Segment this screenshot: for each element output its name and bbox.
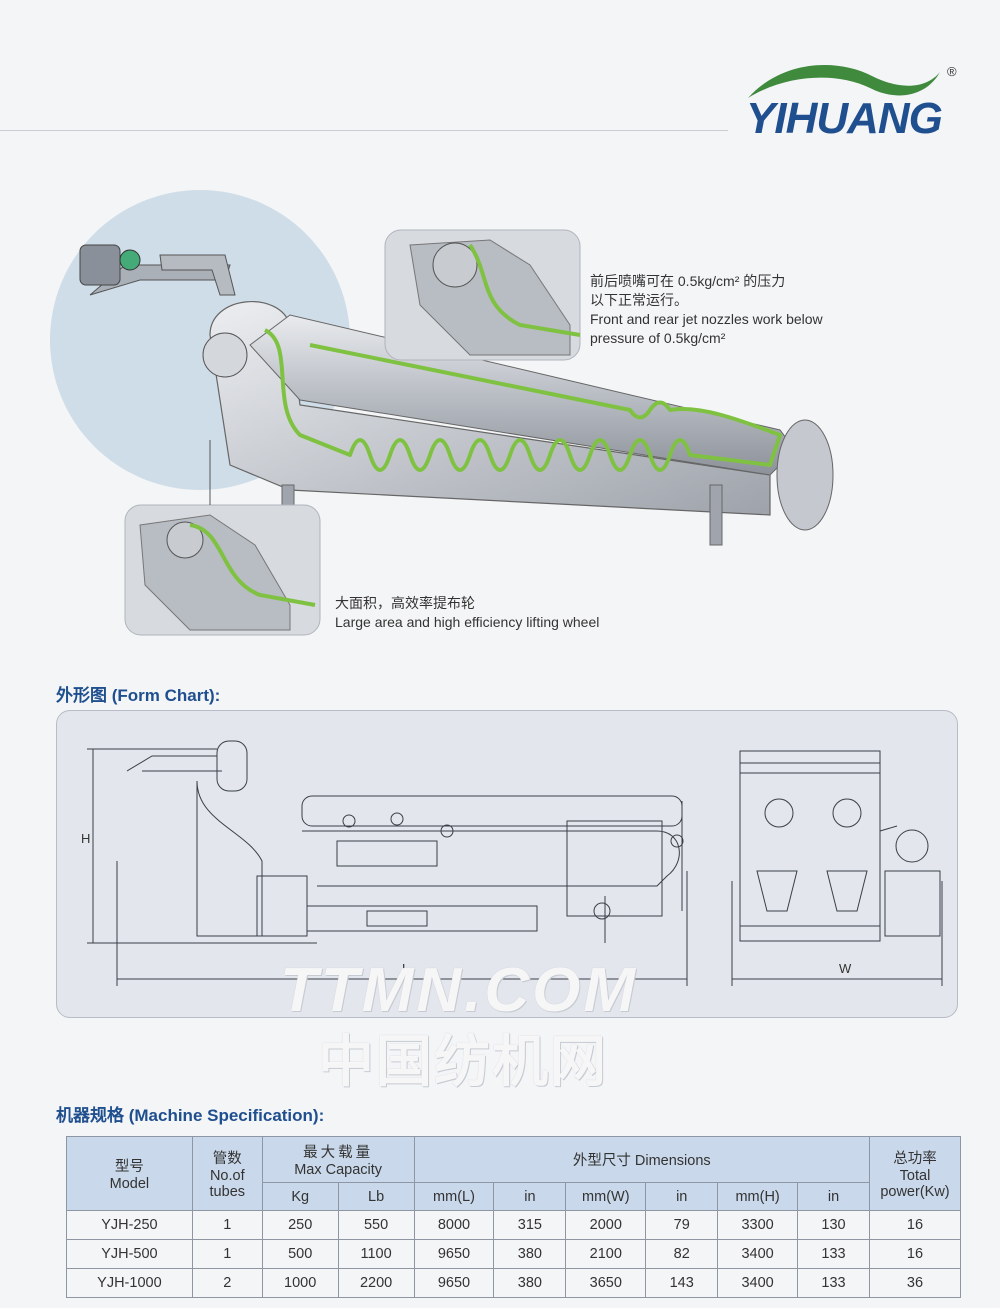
callout-wheel-en: Large area and high efficiency lifting w…: [335, 614, 600, 630]
cell-power: 16: [868, 1210, 962, 1240]
callout-jet-zh-2: 以下正常运行。: [590, 292, 688, 308]
header-in-h: in: [797, 1182, 870, 1211]
cell-mm-h: 3400: [717, 1268, 799, 1298]
header-capacity: 最大载量 Max Capacity: [261, 1136, 415, 1183]
cell-mm-h: 3400: [717, 1239, 799, 1269]
logo-swoosh-icon: [748, 65, 940, 98]
callout-lifting-wheel: 大面积，高效率提布轮 Large area and high efficienc…: [335, 594, 655, 632]
header-lb: Lb: [337, 1182, 415, 1211]
cell-lb: 550: [337, 1210, 415, 1240]
machine-illustration: [50, 190, 834, 636]
cell-power: 36: [868, 1268, 962, 1298]
header-mm-l: mm(L): [413, 1182, 495, 1211]
form-chart-panel: H L W: [56, 710, 958, 1018]
cell-tubes: 1: [191, 1210, 263, 1240]
cell-kg: 500: [261, 1239, 339, 1269]
cell-kg: 1000: [261, 1268, 339, 1298]
cell-lb: 1100: [337, 1239, 415, 1269]
cell-kg: 250: [261, 1210, 339, 1240]
header-model: 型号 Model: [66, 1136, 193, 1211]
cell-mm-w: 2100: [565, 1239, 647, 1269]
header-power: 总功率 Total power(Kw): [868, 1136, 962, 1211]
cell-model: YJH-250: [66, 1210, 193, 1240]
brand-logo: YIHUANG ®: [742, 58, 972, 148]
cell-model: YJH-500: [66, 1239, 193, 1269]
dim-w-label: W: [839, 961, 852, 976]
table-row: YJH-1000 2 1000 2200 9650 380 3650 143 3…: [66, 1268, 962, 1298]
watermark-zh: 中国纺机网: [318, 1030, 608, 1095]
form-chart-drawing: H L W: [81, 740, 943, 986]
cell-model: YJH-1000: [66, 1268, 193, 1298]
header-capacity-zh: 最大载量: [303, 1145, 374, 1161]
cell-power: 16: [868, 1239, 962, 1269]
table-row: YJH-500 1 500 1100 9650 380 2100 82 3400…: [66, 1239, 962, 1269]
header-in-w: in: [645, 1182, 719, 1211]
spec-title: 机器规格 (Machine Specification):: [56, 1106, 325, 1125]
cell-mm-h: 3300: [717, 1210, 799, 1240]
header-power-zh: 总功率: [893, 1151, 937, 1167]
callout-jet-en-2: pressure of 0.5kg/cm²: [590, 330, 726, 346]
cell-mm-l: 8000: [413, 1210, 495, 1240]
cell-mm-l: 9650: [413, 1268, 495, 1298]
header-dimensions: 外型尺寸 Dimensions: [413, 1136, 870, 1183]
form-chart-title: 外形图 (Form Chart):: [56, 686, 221, 705]
header-capacity-en: Max Capacity: [294, 1162, 383, 1178]
callout-jet-zh-1: 前后喷嘴可在 0.5kg/cm² 的压力: [590, 273, 786, 289]
callout-jet-en-1: Front and rear jet nozzles work below: [590, 311, 823, 327]
cell-in-w: 82: [645, 1239, 719, 1269]
cell-in-l: 380: [493, 1239, 567, 1269]
header-kg: Kg: [261, 1182, 339, 1211]
header-mm-h: mm(H): [717, 1182, 799, 1211]
cell-in-h: 133: [797, 1239, 870, 1269]
callout-wheel-zh: 大面积，高效率提布轮: [335, 595, 475, 611]
header-in-l: in: [493, 1182, 567, 1211]
header-tubes-en2: tubes: [209, 1184, 246, 1200]
header-mm-w: mm(W): [565, 1182, 647, 1211]
cell-in-w: 143: [645, 1268, 719, 1298]
spec-table: 型号 Model 管数 No.of tubes 最大载量 Max Capacit…: [66, 1136, 962, 1298]
callout-jet-nozzles: 前后喷嘴可在 0.5kg/cm² 的压力 以下正常运行。 Front and r…: [590, 272, 870, 348]
dim-l-label: L: [402, 961, 409, 976]
cell-in-h: 133: [797, 1268, 870, 1298]
dim-h-label: H: [81, 831, 90, 846]
cell-tubes: 1: [191, 1239, 263, 1269]
cell-mm-l: 9650: [413, 1239, 495, 1269]
header-model-zh: 型号: [114, 1159, 144, 1175]
header-power-en1: Total: [899, 1168, 931, 1184]
cell-mm-w: 2000: [565, 1210, 647, 1240]
header-tubes-en1: No.of: [209, 1168, 245, 1184]
cell-in-l: 315: [493, 1210, 567, 1240]
header-model-en: Model: [109, 1176, 150, 1192]
cell-lb: 2200: [337, 1268, 415, 1298]
cell-tubes: 2: [191, 1268, 263, 1298]
brand-name: YIHUANG: [746, 94, 943, 143]
table-row: YJH-250 1 250 550 8000 315 2000 79 3300 …: [66, 1210, 962, 1240]
header-power-en2: power(Kw): [880, 1184, 950, 1200]
header-tubes-zh: 管数: [212, 1151, 242, 1167]
cell-in-l: 380: [493, 1268, 567, 1298]
registered-mark: ®: [947, 64, 957, 79]
cell-in-h: 130: [797, 1210, 870, 1240]
cell-mm-w: 3650: [565, 1268, 647, 1298]
header-rule: [0, 130, 728, 131]
header-tubes: 管数 No.of tubes: [191, 1136, 263, 1211]
cell-in-w: 79: [645, 1210, 719, 1240]
